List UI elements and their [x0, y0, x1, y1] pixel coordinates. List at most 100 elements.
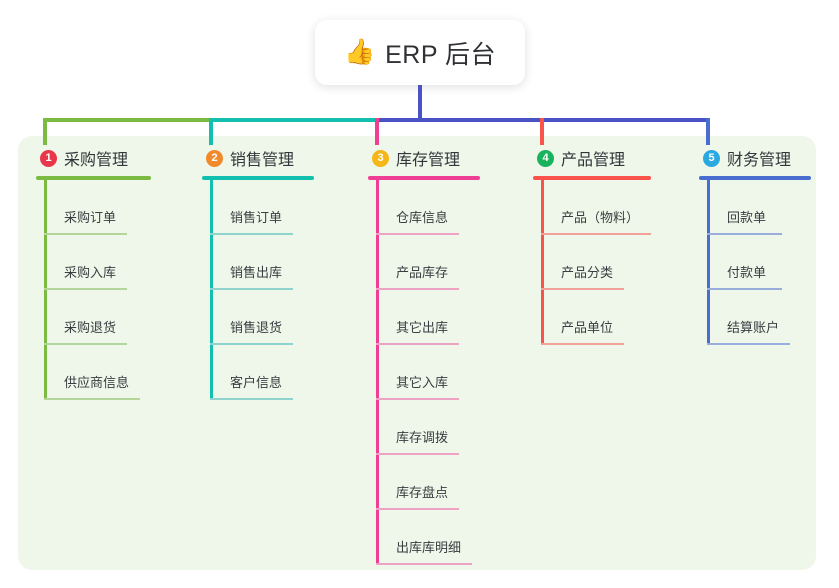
column-number-badge: 4 [537, 149, 554, 167]
column-header-underline [202, 176, 314, 180]
column-header-underline [36, 176, 151, 180]
column-header-underline [368, 176, 480, 180]
leaf-item[interactable]: 客户信息 [202, 345, 314, 400]
branch-column-销售管理: 2 销售管理销售订单销售出库销售退货客户信息 [202, 145, 314, 400]
column-header-库存管理[interactable]: 3 库存管理 [368, 145, 480, 171]
leaf-item-label: 库存盘点 [396, 485, 449, 500]
leaf-item-label: 供应商信息 [64, 375, 130, 390]
leaf-item[interactable]: 其它入库 [368, 345, 480, 400]
leaf-item[interactable]: 产品（物料） [533, 180, 651, 235]
column-number-badge: 2 [206, 149, 223, 167]
leaf-item-underline [541, 233, 651, 235]
leaf-item-underline [541, 343, 624, 345]
bus-segment-2 [209, 118, 377, 122]
leaf-item-label: 采购订单 [64, 210, 117, 225]
leaf-item[interactable]: 产品分类 [533, 235, 651, 290]
column-title: 库存管理 [396, 152, 461, 169]
column-header-underline [533, 176, 651, 180]
column-items: 产品（物料） 产品分类产品单位 [533, 180, 651, 345]
leaf-item[interactable]: 结算账户 [699, 290, 811, 345]
column-items: 采购订单采购入库采购退货供应商信息 [36, 180, 151, 400]
leaf-item-underline [210, 398, 293, 400]
leaf-item-label: 销售订单 [230, 210, 283, 225]
branch-column-财务管理: 5 财务管理回款单付款单结算账户 [699, 145, 811, 345]
leaf-item-underline [707, 288, 782, 290]
column-number-badge: 3 [372, 149, 389, 167]
leaf-item[interactable]: 采购退货 [36, 290, 151, 345]
leaf-item-underline [376, 398, 459, 400]
root-node-content: 👍 ERP 后台 [344, 35, 496, 71]
leaf-item-label: 结算账户 [727, 320, 780, 335]
thumbs-up-icon: 👍 [343, 38, 376, 66]
leaf-item[interactable]: 销售出库 [202, 235, 314, 290]
root-node-erp-backend[interactable]: 👍 ERP 后台 [315, 20, 525, 85]
leaf-item-underline [44, 343, 127, 345]
column-number-badge: 5 [703, 149, 720, 167]
leaf-item[interactable]: 采购入库 [36, 235, 151, 290]
drop-connector-采购管理 [43, 118, 47, 145]
leaf-item[interactable]: 付款单 [699, 235, 811, 290]
leaf-item[interactable]: 销售订单 [202, 180, 314, 235]
column-spine [707, 180, 710, 345]
leaf-item-label: 仓库信息 [396, 210, 449, 225]
column-items: 销售订单销售出库销售退货客户信息 [202, 180, 314, 400]
leaf-item[interactable]: 产品库存 [368, 235, 480, 290]
leaf-item-underline [44, 398, 140, 400]
column-spine [376, 180, 379, 565]
leaf-item-underline [376, 563, 472, 565]
leaf-item[interactable]: 采购订单 [36, 180, 151, 235]
column-title: 销售管理 [230, 152, 295, 169]
leaf-item-label: 出库库明细 [396, 540, 462, 555]
column-items: 仓库信息产品库存其它出库其它入库库存调拨库存盘点出库库明细 [368, 180, 480, 565]
leaf-item-underline [210, 233, 293, 235]
drop-connector-销售管理 [209, 118, 213, 145]
column-header-财务管理[interactable]: 5 财务管理 [699, 145, 811, 171]
leaf-item-underline [210, 343, 293, 345]
column-header-产品管理[interactable]: 4 产品管理 [533, 145, 651, 171]
column-header-underline [699, 176, 811, 180]
leaf-item-underline [376, 288, 459, 290]
leaf-item[interactable]: 供应商信息 [36, 345, 151, 400]
leaf-item-label: 付款单 [727, 265, 767, 280]
leaf-item-label: 销售退货 [230, 320, 283, 335]
leaf-item-label: 其它入库 [396, 375, 449, 390]
column-spine [541, 180, 544, 345]
leaf-item[interactable]: 其它出库 [368, 290, 480, 345]
leaf-item-label: 库存调拨 [396, 430, 449, 445]
bus-segment-1 [43, 118, 211, 122]
leaf-item[interactable]: 出库库明细 [368, 510, 480, 565]
leaf-item[interactable]: 库存盘点 [368, 455, 480, 510]
leaf-item-label: 销售出库 [230, 265, 283, 280]
diagram-background-panel [18, 136, 816, 570]
leaf-item-underline [210, 288, 293, 290]
leaf-item[interactable]: 销售退货 [202, 290, 314, 345]
column-title: 财务管理 [727, 152, 792, 169]
leaf-item-underline [44, 233, 127, 235]
leaf-item-label: 产品分类 [561, 265, 614, 280]
leaf-item-label: 采购退货 [64, 320, 117, 335]
drop-connector-财务管理 [706, 118, 710, 145]
leaf-item-label: 采购入库 [64, 265, 117, 280]
leaf-item[interactable]: 仓库信息 [368, 180, 480, 235]
leaf-item-underline [376, 453, 459, 455]
leaf-item-underline [707, 343, 790, 345]
leaf-item[interactable]: 回款单 [699, 180, 811, 235]
leaf-item-underline [376, 343, 459, 345]
branch-column-产品管理: 4 产品管理产品（物料） 产品分类产品单位 [533, 145, 651, 345]
leaf-item[interactable]: 产品单位 [533, 290, 651, 345]
leaf-item-label: 产品单位 [561, 320, 614, 335]
column-title: 产品管理 [561, 152, 626, 169]
leaf-item-underline [44, 288, 127, 290]
branch-column-库存管理: 3 库存管理仓库信息产品库存其它出库其它入库库存调拨库存盘点出库库明细 [368, 145, 480, 565]
leaf-item-label: 客户信息 [230, 375, 283, 390]
column-items: 回款单付款单结算账户 [699, 180, 811, 345]
column-header-销售管理[interactable]: 2 销售管理 [202, 145, 314, 171]
leaf-item-label: 产品（物料） [561, 210, 640, 225]
column-spine [210, 180, 213, 400]
leaf-item[interactable]: 库存调拨 [368, 400, 480, 455]
leaf-item-underline [376, 233, 459, 235]
leaf-item-label: 产品库存 [396, 265, 449, 280]
